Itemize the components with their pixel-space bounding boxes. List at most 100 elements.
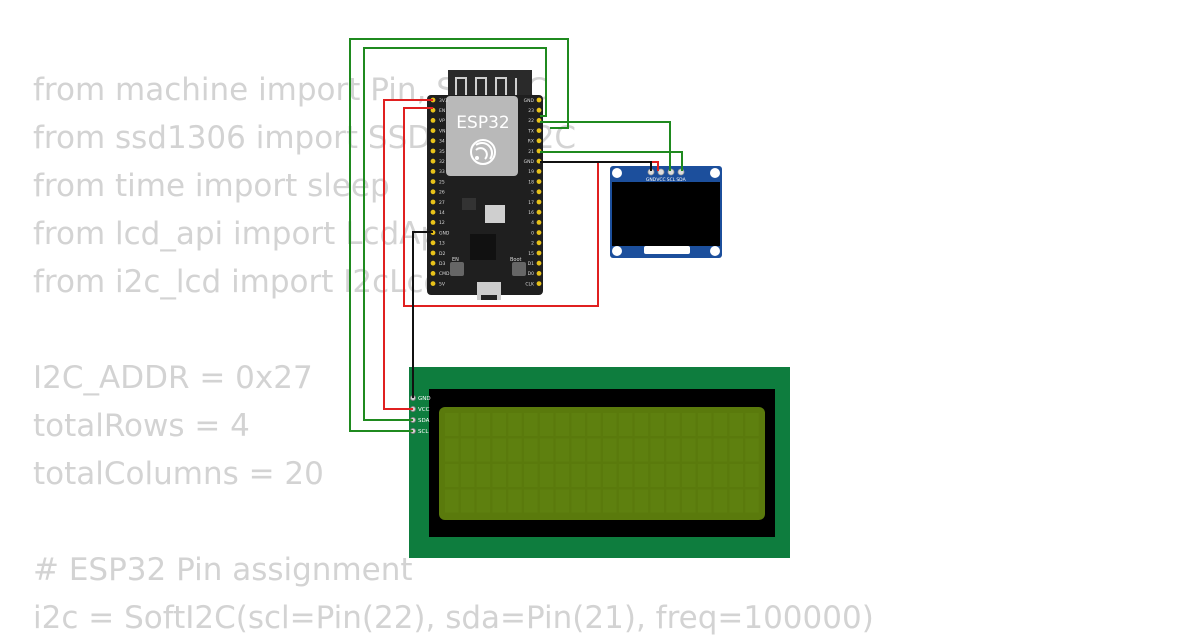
lcd-cell xyxy=(524,413,538,436)
lcd-pin-label: VCC xyxy=(418,407,430,413)
lcd-cell xyxy=(571,489,585,513)
oled-ribbon xyxy=(644,246,690,254)
lcd-cell xyxy=(634,464,649,487)
lcd-cell xyxy=(729,464,743,487)
esp32-pin-right[interactable] xyxy=(536,240,542,246)
esp32-pin-left[interactable] xyxy=(430,189,436,195)
lcd-cell xyxy=(476,489,491,513)
esp32-pin-left[interactable] xyxy=(430,179,436,185)
esp32-pin-label: 12 xyxy=(439,220,445,226)
esp32-pin-right[interactable] xyxy=(536,220,542,225)
oled-pin-label: VCC xyxy=(656,177,665,183)
lcd-cell xyxy=(713,464,728,487)
lcd-cell xyxy=(634,438,649,462)
lcd-cell xyxy=(587,413,601,436)
lcd-cell xyxy=(571,464,585,487)
lcd-cell xyxy=(539,438,554,462)
esp32-pin-right[interactable] xyxy=(536,107,542,113)
lcd-cell xyxy=(460,413,475,436)
wire-vcc-oled[interactable] xyxy=(403,107,659,307)
esp32-pin-right[interactable] xyxy=(536,281,542,286)
voltage-regulator xyxy=(485,205,505,223)
lcd-cell xyxy=(445,489,459,513)
boot-button[interactable] xyxy=(512,262,526,276)
esp32-pin-label: GND xyxy=(524,98,535,104)
mount-hole xyxy=(710,168,720,178)
lcd-cell xyxy=(460,464,475,487)
lcd-cell xyxy=(587,464,601,487)
esp32-pin-left[interactable] xyxy=(430,169,436,174)
wire-vcc-lcd[interactable] xyxy=(383,99,433,410)
esp32-pin-left[interactable] xyxy=(430,199,436,205)
esp32-pin-label: 26 xyxy=(439,190,445,196)
esp32-pin-right[interactable] xyxy=(536,169,542,174)
wire-sda-oled[interactable] xyxy=(540,151,683,171)
lcd-cell xyxy=(524,438,538,462)
lcd-cell xyxy=(618,489,633,513)
esp32-pin-right[interactable] xyxy=(536,179,542,185)
esp32-pin-left[interactable] xyxy=(430,240,436,246)
code-line: from time import sleep xyxy=(33,168,390,204)
lcd-cell xyxy=(539,413,554,436)
esp32-pin-left[interactable] xyxy=(430,158,436,164)
esp32-pin-left[interactable] xyxy=(430,220,436,225)
esp32-pin-right[interactable] xyxy=(536,271,542,276)
lcd-pin-label: SCL xyxy=(418,429,429,435)
esp32-pin-left[interactable] xyxy=(430,271,436,276)
lcd-cell xyxy=(697,464,712,487)
lcd-cell xyxy=(476,413,491,436)
lcd-cell xyxy=(697,489,712,513)
en-button[interactable] xyxy=(450,262,464,276)
lcd-cell xyxy=(460,438,475,462)
wire-scl-oled[interactable] xyxy=(540,121,671,171)
lcd-cell xyxy=(492,464,506,487)
code-line: # ESP32 Pin assignment xyxy=(33,552,413,588)
esp32-pin-label: D0 xyxy=(528,271,534,277)
esp32-pin-label: 25 xyxy=(439,179,445,185)
lcd-cell xyxy=(650,489,664,513)
esp32-pin-right[interactable] xyxy=(536,97,542,103)
lcd-cell xyxy=(555,464,570,487)
esp32-pin-left[interactable] xyxy=(430,118,436,123)
wire-scl-lcd[interactable] xyxy=(349,38,569,432)
esp32-pin-right[interactable] xyxy=(536,128,542,134)
esp32-pin-right[interactable] xyxy=(536,199,542,205)
lcd-cell xyxy=(697,413,712,436)
lcd-cell xyxy=(603,438,617,462)
wire-gnd-lcd[interactable] xyxy=(412,231,433,398)
esp32-pin-left[interactable] xyxy=(430,260,436,266)
lcd-character-grid xyxy=(445,413,759,513)
esp32-pin-left[interactable] xyxy=(430,138,436,144)
lcd-cell xyxy=(682,413,696,436)
esp32-pin-right[interactable] xyxy=(536,209,542,215)
esp32-pin-left[interactable] xyxy=(430,148,436,154)
wire-gnd-oled[interactable] xyxy=(540,161,652,171)
lcd-cell xyxy=(508,489,522,513)
esp32-pin-label: VP xyxy=(439,118,445,124)
oled-pin-label: GND xyxy=(646,177,657,183)
lcd-cell xyxy=(603,413,617,436)
antenna-trace xyxy=(455,77,517,97)
esp32-pin-left[interactable] xyxy=(430,128,436,134)
oled-pin[interactable] xyxy=(657,168,665,176)
esp32-pin-right[interactable] xyxy=(536,138,542,144)
esp32-pin-left[interactable] xyxy=(430,209,436,215)
lcd-cell xyxy=(618,413,633,436)
lcd-cell xyxy=(713,489,728,513)
esp32-pin-right[interactable] xyxy=(536,260,542,266)
esp32-board[interactable]: ESP32 3V3ENVPVN343532332526271412GND13D2… xyxy=(427,70,543,300)
esp32-pin-right[interactable] xyxy=(536,189,542,195)
wire-sda-lcd[interactable] xyxy=(363,47,547,421)
esp32-pin-left[interactable] xyxy=(430,281,436,286)
mount-hole xyxy=(710,246,720,256)
esp32-pin-right[interactable] xyxy=(536,250,542,256)
esp32-pin-label: 19 xyxy=(528,169,534,175)
lcd-cell xyxy=(587,489,601,513)
esp32-pin-right[interactable] xyxy=(536,230,542,236)
esp32-pin-left[interactable] xyxy=(430,250,436,256)
